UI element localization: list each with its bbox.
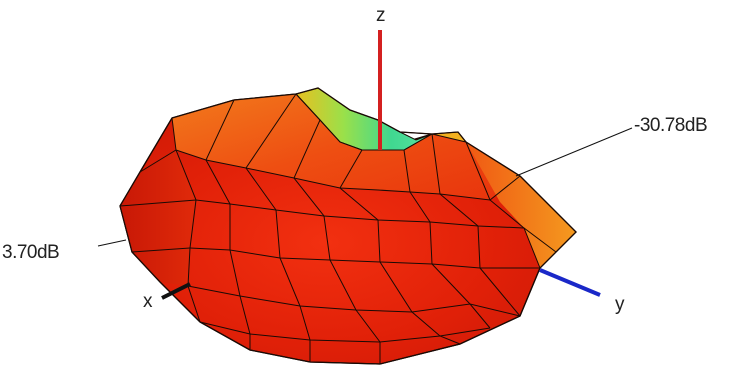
x-axis	[161, 282, 191, 300]
min-gain-leader	[515, 127, 633, 177]
z-axis-label: z	[376, 5, 386, 26]
x-axis-label: x	[143, 291, 153, 312]
y-axis-label: y	[615, 294, 625, 315]
pattern-mesh	[119, 93, 557, 364]
max-gain-label: 3.70dB	[2, 242, 60, 263]
pattern-surface-top	[172, 94, 520, 200]
pattern-outline	[119, 87, 577, 365]
min-gain-label: -30.78dB	[634, 115, 708, 136]
pattern-surface-right	[466, 142, 576, 268]
max-gain-leader	[97, 239, 127, 247]
y-axis	[539, 268, 601, 297]
